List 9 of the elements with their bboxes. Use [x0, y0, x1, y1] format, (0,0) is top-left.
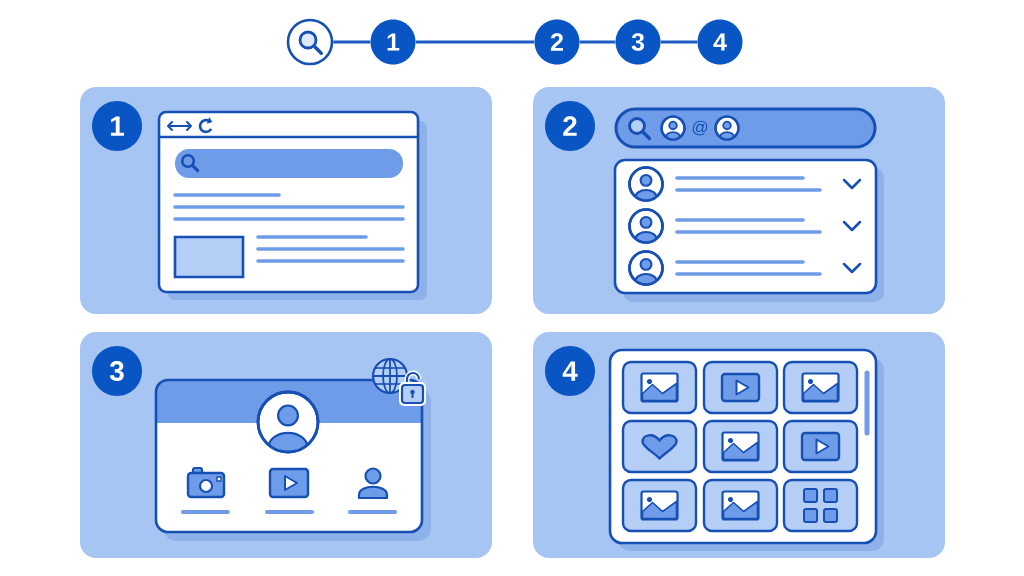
number-badge: 3	[92, 346, 142, 396]
connector-line	[579, 40, 616, 44]
number-badge: 4	[545, 346, 595, 396]
connector-line	[660, 40, 698, 44]
number-badge: 1	[92, 101, 142, 151]
number-badge: 2	[545, 101, 595, 151]
connector-line	[333, 40, 371, 44]
connector-line	[415, 40, 535, 44]
at-sign: @	[692, 120, 708, 136]
